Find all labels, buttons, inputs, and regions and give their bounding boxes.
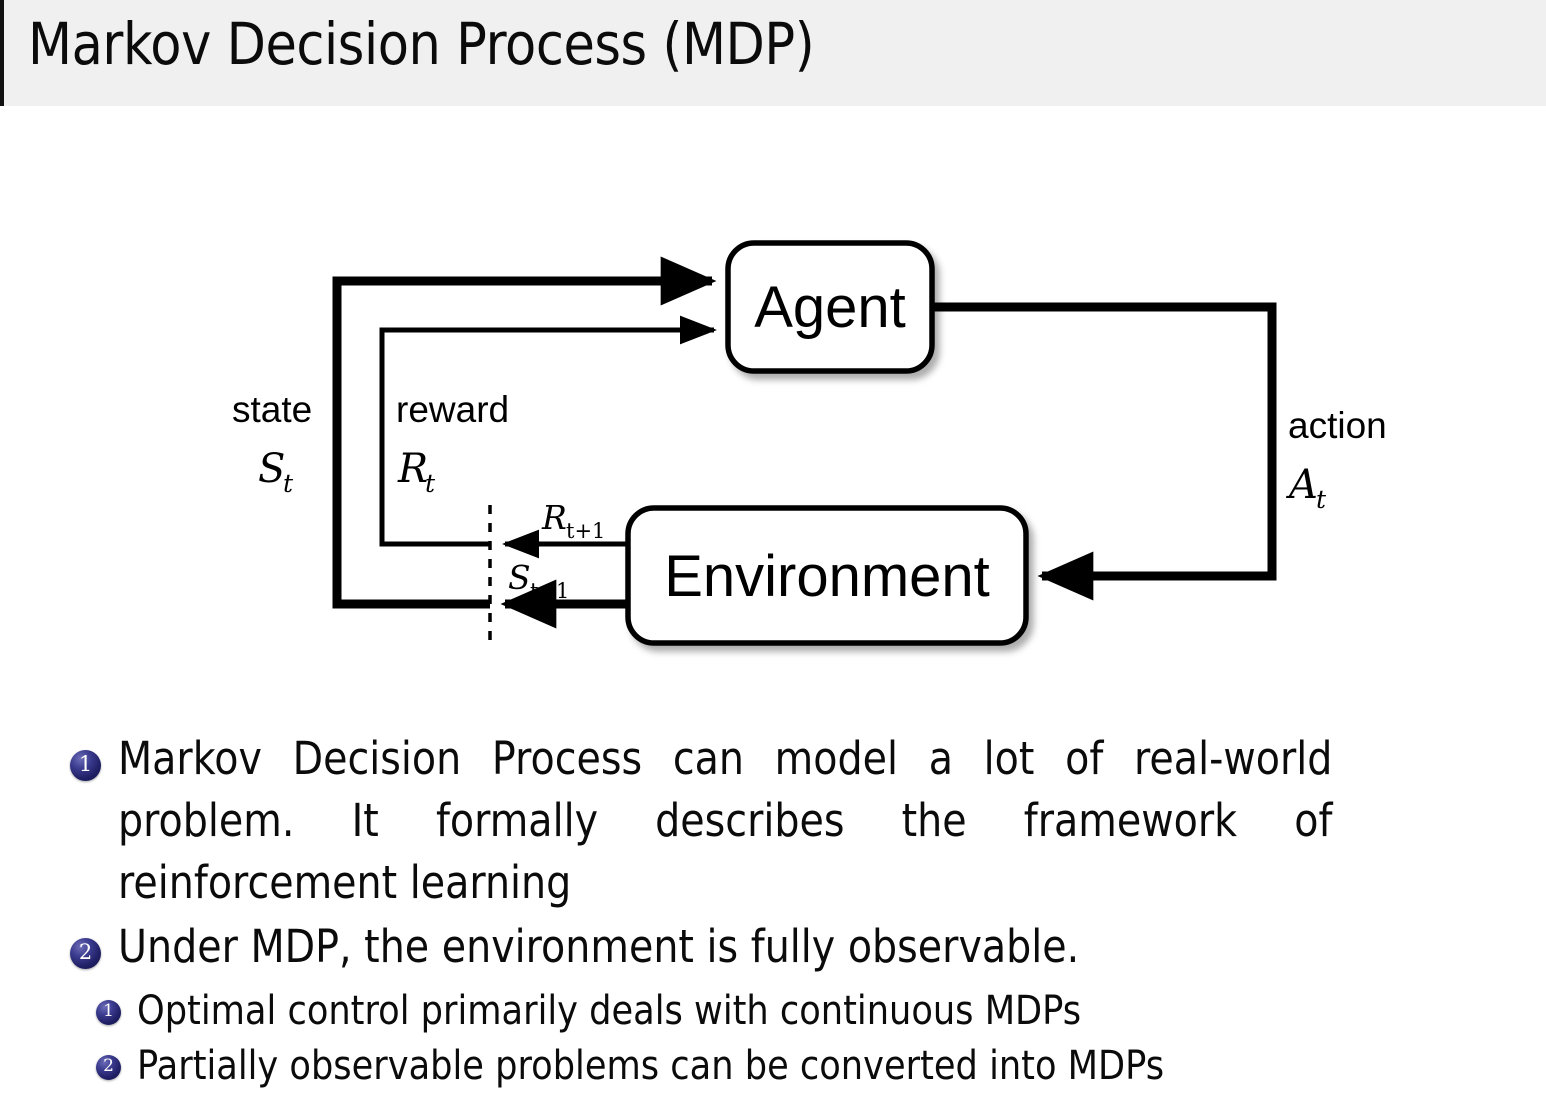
slide-header-bar: Markov Decision Process (MDP) [0,0,1546,106]
sub-bullet-number: 2 [103,1056,114,1076]
action-label-word: action [1288,405,1387,446]
reward-feedback-path [379,315,717,547]
list-item[interactable]: 1 Markov Decision Process can model a lo… [70,728,1546,914]
state-label-word: state [232,389,312,430]
mdp-interaction-diagram: Agent Environment state S t reward R [0,106,1546,696]
reward-label-word: reward [396,389,509,430]
sub-bullet-number-badge: 1 [96,1000,121,1025]
environment-node-shape [625,505,1029,646]
next-state-subscript: t+1 [530,579,569,603]
state-label-symbol: S [258,446,285,492]
list-item-label: Markov Decision Process can model a lot … [118,732,1345,909]
list-item[interactable]: 2 Under MDP, the environment is fully ob… [70,916,1546,978]
page-title: Markov Decision Process (MDP) [28,10,815,78]
sub-bullet-list: 1 Optimal control primarily deals with c… [96,984,1546,1094]
reward-label-symbol: R [397,446,428,492]
sub-bullet-number-badge: 2 [96,1055,121,1080]
action-label-symbol: A [1285,462,1318,508]
reward-label-group: reward R t [396,389,509,498]
sub-list-item[interactable]: 1 Optimal control primarily deals with c… [96,984,1546,1039]
action-path [932,302,1277,601]
list-item-label: Under MDP, the environment is fully obse… [118,920,1080,973]
next-reward-label-group: R t+1 [541,498,605,543]
sub-list-item-label: Partially observable problems can be con… [137,1043,1165,1089]
bullet-number: 2 [78,940,93,964]
sub-list-item-label: Optimal control primarily deals with con… [137,988,1082,1034]
next-reward-subscript: t+1 [566,519,605,543]
bullet-number-badge: 2 [70,938,101,969]
state-label-subscript: t [283,469,294,498]
bullet-list: 1 Markov Decision Process can model a lo… [0,728,1546,1094]
action-label-subscript: t [1316,485,1327,514]
next-state-symbol: S [508,558,531,597]
state-label-group: state S t [232,389,312,498]
agent-node-label: Agent [754,275,906,340]
environment-node: Environment [625,505,1029,646]
next-reward-symbol: R [541,498,567,537]
sub-list-item[interactable]: 2 Partially observable problems can be c… [96,1039,1546,1094]
state-feedback-path [332,256,717,609]
environment-node-label: Environment [664,544,990,609]
bullet-number-badge: 1 [70,750,101,781]
action-label-group: action A t [1285,405,1387,514]
bullet-number: 1 [78,752,93,776]
sub-bullet-number: 1 [103,1001,114,1021]
reward-label-subscript: t [425,469,436,498]
agent-node: Agent [725,240,935,374]
next-state-label-group: S t+1 [508,558,569,603]
